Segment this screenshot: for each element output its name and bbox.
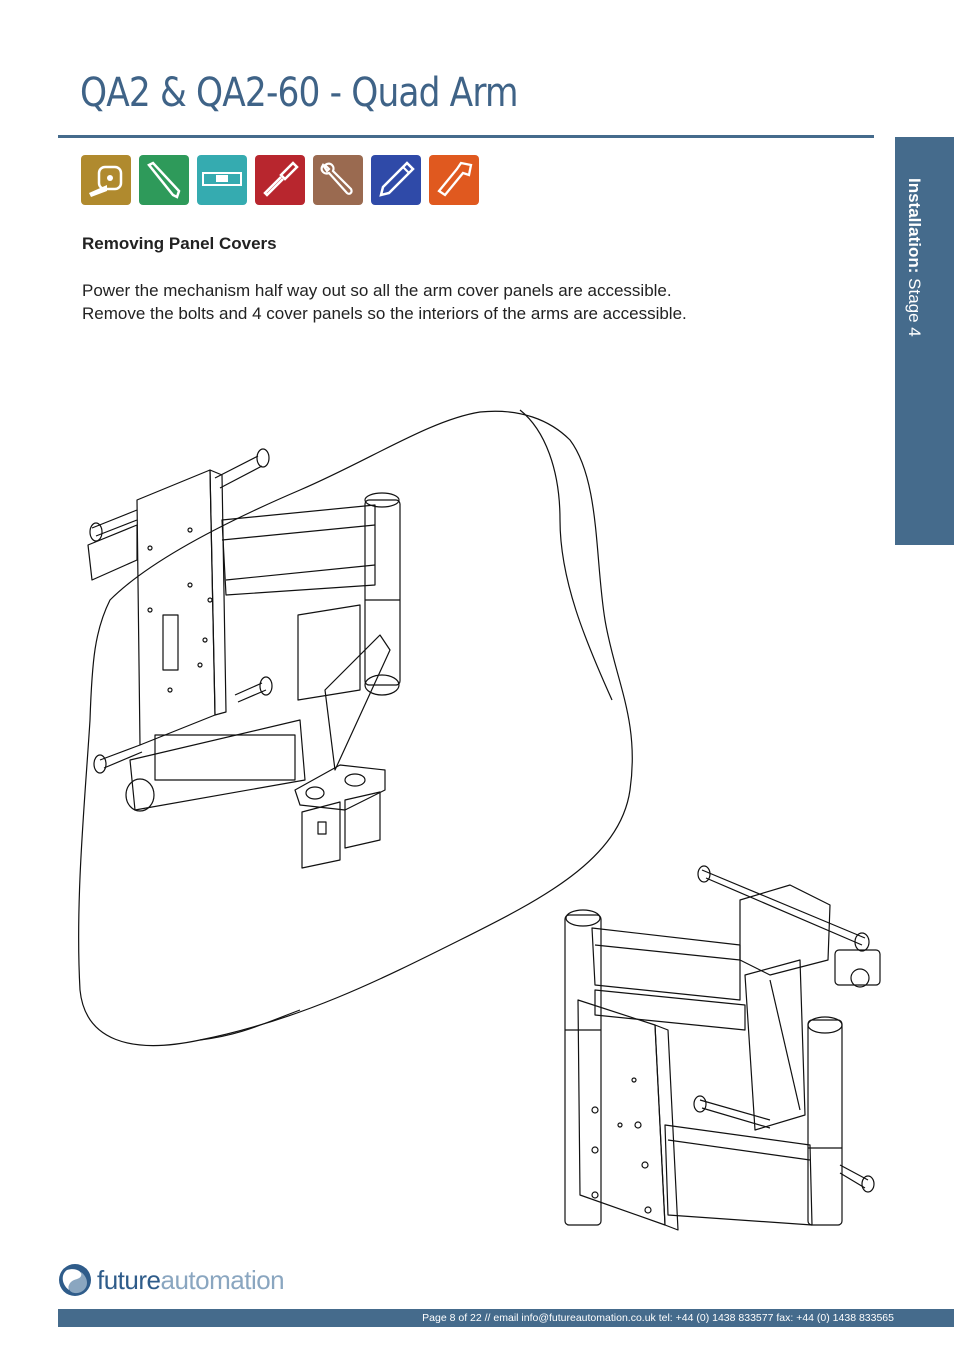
footer-text: Page 8 of 22 // email info@futureautomat… bbox=[422, 1312, 894, 1324]
logo-wordmark: futureautomation bbox=[97, 1264, 285, 1296]
section-heading: Removing Panel Covers bbox=[82, 234, 277, 253]
hacksaw-icon bbox=[429, 155, 479, 205]
spirit-level-icon bbox=[197, 155, 247, 205]
spanner-icon bbox=[313, 155, 363, 205]
assembly-right bbox=[564, 865, 881, 1231]
instructions-text: Power the mechanism half way out so all … bbox=[82, 279, 802, 325]
wall-outline bbox=[78, 410, 633, 1047]
logo-word-automation: automation bbox=[160, 1264, 285, 1295]
logo-word-future: future bbox=[97, 1264, 161, 1295]
page-title: QA2 & QA2-60 - Quad Arm bbox=[80, 70, 519, 116]
allen-key-icon bbox=[139, 155, 189, 205]
tape-measure-icon bbox=[81, 155, 131, 205]
section-tab bbox=[895, 137, 954, 545]
instruction-line: Remove the bolts and 4 cover panels so t… bbox=[82, 304, 687, 323]
assembly-left bbox=[87, 448, 401, 869]
title-divider bbox=[58, 135, 874, 138]
footer-bar: Page 8 of 22 // email info@futureautomat… bbox=[58, 1309, 954, 1327]
pencil-icon bbox=[371, 155, 421, 205]
company-logo: futureautomation bbox=[57, 1262, 285, 1298]
tool-icons-row bbox=[81, 155, 479, 205]
screwdriver-icon bbox=[255, 155, 305, 205]
logo-swirl-icon bbox=[59, 1264, 91, 1296]
instruction-line: Power the mechanism half way out so all … bbox=[82, 281, 672, 300]
